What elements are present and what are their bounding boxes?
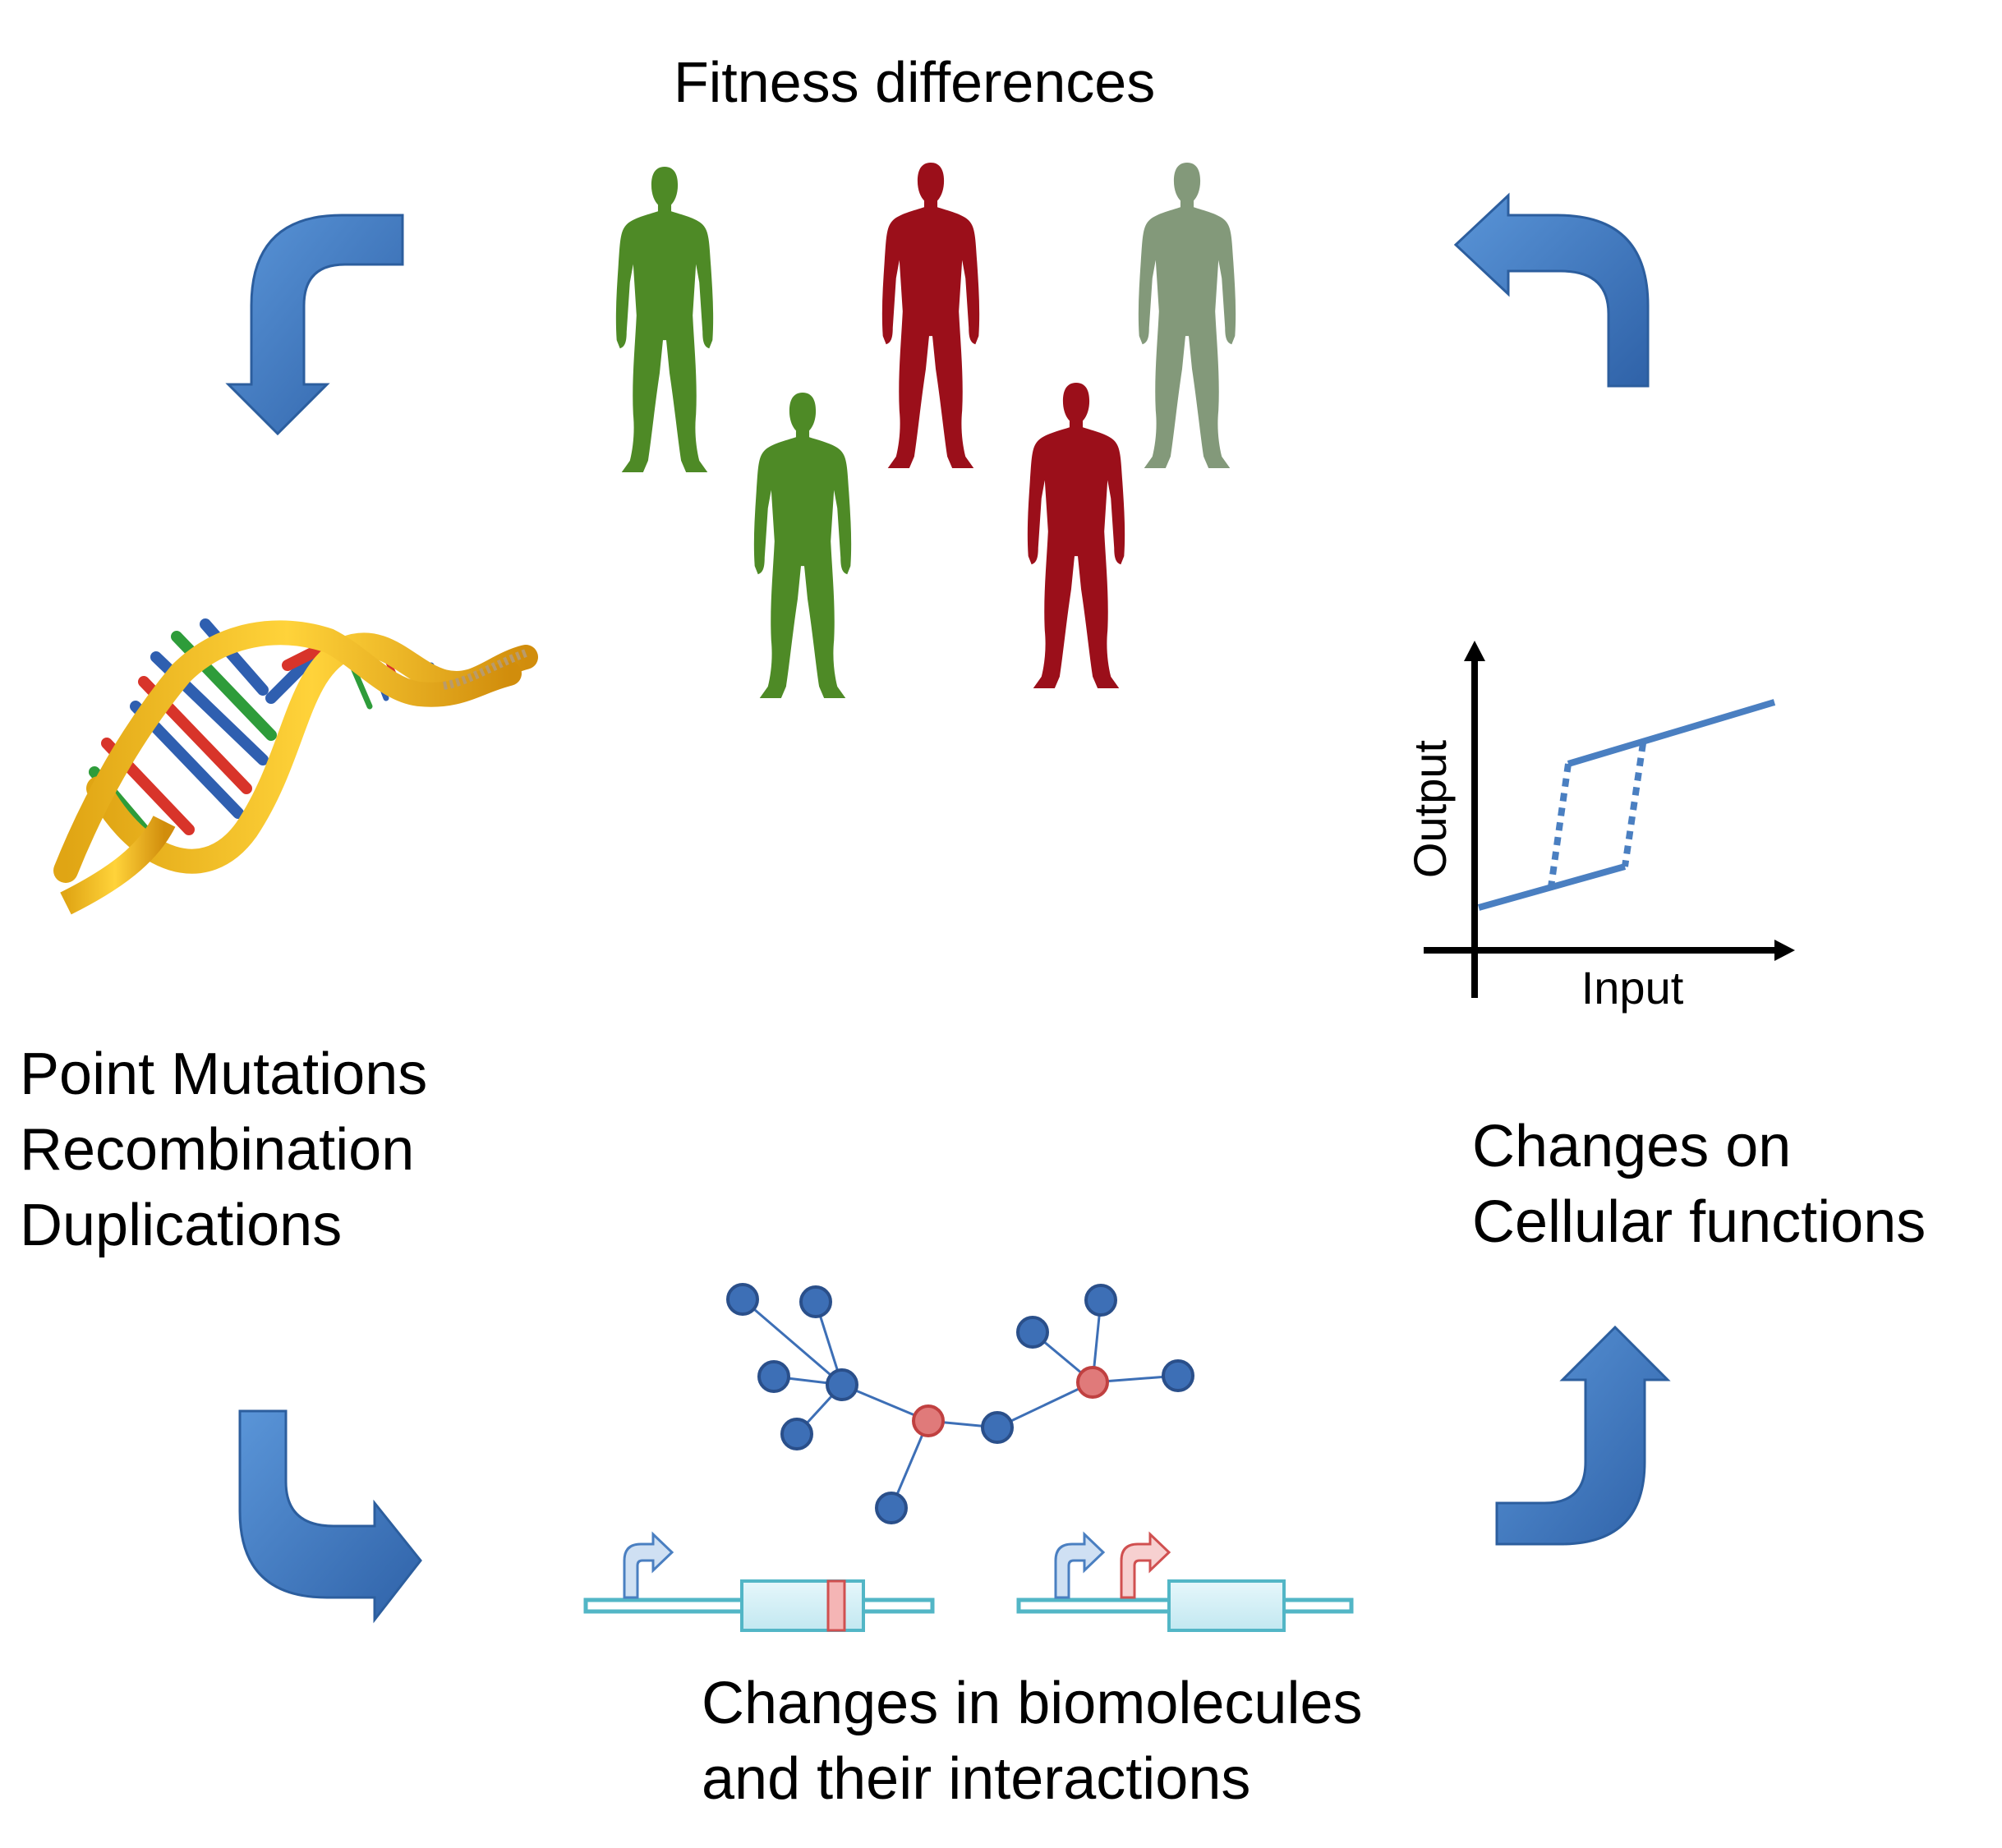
mutation-label: Recombination: [20, 1117, 415, 1184]
figure-green-1-icon: [615, 167, 714, 472]
figure-red-2-icon: [1027, 383, 1125, 688]
interaction-network: [742, 1298, 1179, 1509]
arrow-bottom-left-icon: [238, 1409, 422, 1624]
mutation-types: Point Mutations Recombination Duplicatio…: [20, 1037, 427, 1263]
gene-construct-left: [583, 1531, 935, 1632]
network-node: [981, 1411, 1014, 1444]
network-node: [799, 1285, 832, 1318]
network-node: [875, 1492, 908, 1524]
cellular-label-line: Changes on: [1472, 1114, 1792, 1179]
arrow-bottom-right-icon: [1495, 1325, 1671, 1546]
cellular-label-line: Cellular functions: [1472, 1189, 1926, 1256]
arrow-top-left-icon: [225, 214, 404, 436]
mutation-label: Point Mutations: [20, 1041, 428, 1107]
promoter-arrow-icon: [1054, 1531, 1106, 1599]
network-node-mutated: [912, 1404, 945, 1437]
biomolecules-label: Changes in biomolecules and their intera…: [702, 1666, 1362, 1817]
figure-green-2-icon: [753, 393, 852, 698]
network-node: [726, 1283, 759, 1316]
title: Fitness differences: [674, 50, 1156, 114]
biomolecules-label-line: and their interactions: [702, 1746, 1251, 1813]
figure-grey-green-icon: [1138, 163, 1236, 468]
population-figures: [615, 163, 1236, 698]
gene-construct-right: [1016, 1531, 1354, 1632]
network-node: [1016, 1316, 1049, 1349]
network-node: [1084, 1284, 1117, 1317]
graph-xlabel: Input: [1581, 962, 1684, 1014]
biomolecules-label-line: Changes in biomolecules: [702, 1671, 1363, 1736]
network-node: [826, 1368, 858, 1401]
network-node-mutated: [1076, 1366, 1109, 1399]
network-node: [1162, 1359, 1194, 1392]
figure-red-1-icon: [881, 163, 980, 468]
promoter-arrow-icon: [623, 1531, 674, 1599]
promoter-arrow-mutated-icon: [1120, 1531, 1171, 1599]
cellular-functions-label: Changes on Cellular functions: [1472, 1109, 1926, 1260]
dna-helix-icon: [53, 618, 538, 915]
input-output-graph: Output Input: [1404, 641, 1795, 1014]
network-nodes: [726, 1283, 1194, 1524]
mutation-label: Duplications: [20, 1193, 343, 1259]
network-node: [757, 1360, 790, 1393]
graph-ylabel: Output: [1404, 740, 1456, 879]
arrow-top-right-icon: [1453, 192, 1650, 388]
network-node: [780, 1418, 813, 1450]
